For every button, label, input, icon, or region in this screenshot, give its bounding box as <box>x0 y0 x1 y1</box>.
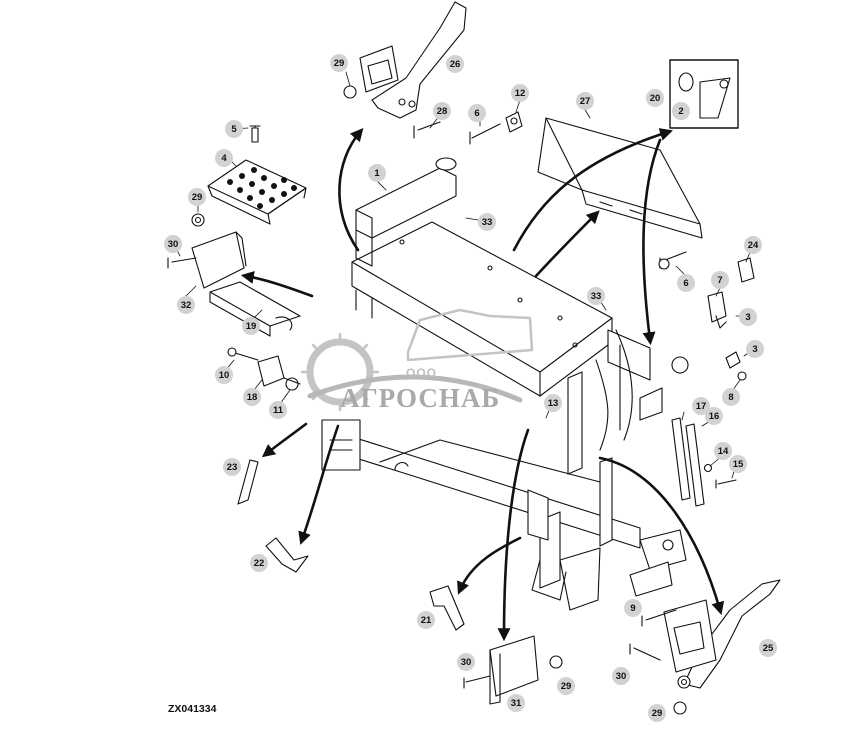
callout-25: 25 <box>759 639 777 657</box>
callout-33: 33 <box>478 213 496 231</box>
callout-3: 3 <box>746 340 764 358</box>
callout-27: 27 <box>576 92 594 110</box>
callout-20: 20 <box>646 89 664 107</box>
callout-31: 31 <box>507 694 525 712</box>
callout-32: 32 <box>177 296 195 314</box>
callout-6: 6 <box>677 274 695 292</box>
part-32-plate <box>167 213 247 289</box>
callout-16: 16 <box>705 407 723 425</box>
callout-29: 29 <box>330 54 348 72</box>
callout-7: 7 <box>711 271 729 289</box>
callout-18: 18 <box>243 388 261 406</box>
callout-28: 28 <box>433 102 451 120</box>
watermark-line2: АГРОСНАБ <box>340 383 501 413</box>
callout-11: 11 <box>269 401 287 419</box>
callout-23: 23 <box>223 458 241 476</box>
callout-33: 33 <box>587 287 605 305</box>
callout-24: 24 <box>744 236 762 254</box>
part-27-plate <box>537 117 703 239</box>
callout-10: 10 <box>215 366 233 384</box>
callout-17: 17 <box>692 397 710 415</box>
callout-1: 1 <box>368 164 386 182</box>
callout-26: 26 <box>446 55 464 73</box>
part-12-spacer <box>469 111 523 145</box>
callout-9: 9 <box>624 599 642 617</box>
part-25-bracket <box>629 579 781 715</box>
callout-29: 29 <box>557 677 575 695</box>
callout-30: 30 <box>612 667 630 685</box>
callout-2: 2 <box>672 102 690 120</box>
part-1-tube <box>355 157 457 267</box>
callout-15: 15 <box>729 455 747 473</box>
part-18-clamp <box>227 347 301 391</box>
callout-19: 19 <box>242 317 260 335</box>
main-frame <box>321 221 689 611</box>
callout-6: 6 <box>468 104 486 122</box>
part-19-angle-bar <box>209 281 301 337</box>
part-16-17-straps <box>671 417 737 507</box>
part-21-22-23-brackets <box>237 459 465 631</box>
callout-14: 14 <box>714 442 732 460</box>
callout-21: 21 <box>417 611 435 629</box>
callout-12: 12 <box>511 84 529 102</box>
part-31-plate <box>463 635 563 705</box>
callout-22: 22 <box>250 554 268 572</box>
callout-3: 3 <box>739 308 757 326</box>
callout-29: 29 <box>648 704 666 722</box>
figure-id-label: ZX041334 <box>168 703 217 715</box>
part-4-step-plate <box>207 125 307 225</box>
callout-8: 8 <box>722 388 740 406</box>
part-24-bushing <box>658 251 755 381</box>
callout-5: 5 <box>225 120 243 138</box>
watermark-line1: ООО <box>406 366 438 380</box>
callout-13: 13 <box>544 394 562 412</box>
assembly-arrows <box>240 128 725 642</box>
part-26-bracket <box>343 1 467 139</box>
watermark-logo <box>300 308 534 412</box>
callout-29: 29 <box>188 188 206 206</box>
callout-30: 30 <box>164 235 182 253</box>
callout-30: 30 <box>457 653 475 671</box>
callout-4: 4 <box>215 149 233 167</box>
